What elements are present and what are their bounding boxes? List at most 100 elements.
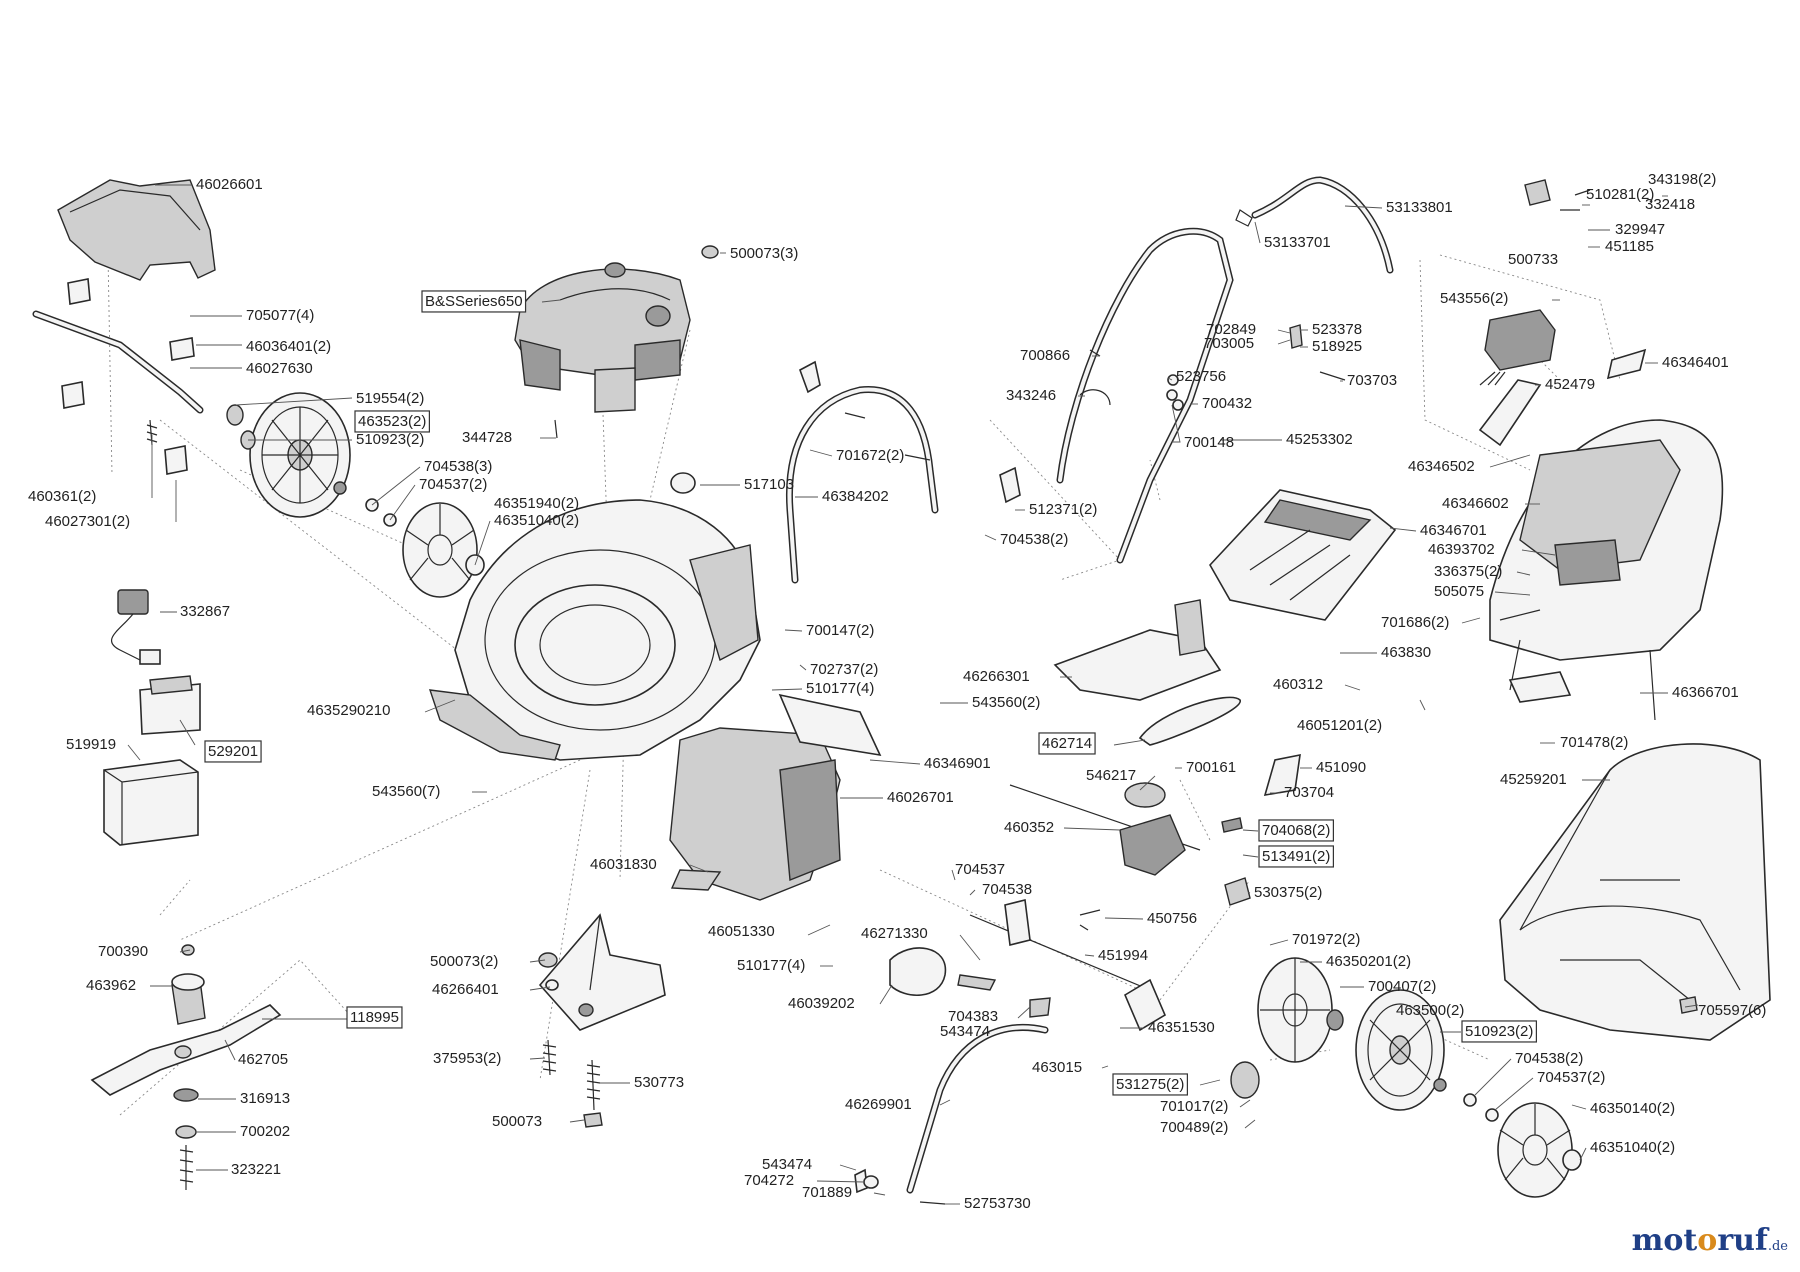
part-number-text: 510923(2) xyxy=(356,431,424,448)
part-label-p543560_2: 543560(2) xyxy=(972,694,1040,711)
part-number-text: 46271330 xyxy=(861,925,928,942)
part-number-text: 343246 xyxy=(1006,387,1056,404)
part-number-text: 463962 xyxy=(86,977,136,994)
part-number-text: 700161 xyxy=(1186,759,1236,776)
part-number-text: 530773 xyxy=(634,1074,684,1091)
part-number-text: 700866 xyxy=(1020,347,1070,364)
part-label-p543560_7: 543560(7) xyxy=(372,783,440,800)
part-label-p546217: 546217 xyxy=(1086,767,1136,784)
part-number-text: 375953(2) xyxy=(433,1050,501,1067)
logo-tld: .de xyxy=(1767,1239,1788,1254)
part-number-text: 546217 xyxy=(1086,767,1136,784)
part-number-text: 703005 xyxy=(1204,335,1254,352)
part-number-text: 463015 xyxy=(1032,1059,1082,1076)
part-label-p323221: 323221 xyxy=(231,1161,281,1178)
part-label-p46346901: 46346901 xyxy=(924,755,991,772)
part-number-text: 46346401 xyxy=(1662,354,1729,371)
part-label-p332418: 332418 xyxy=(1645,196,1695,213)
part-label-p118995: 118995 xyxy=(346,1006,403,1029)
part-label-p46366701: 46366701 xyxy=(1672,684,1739,701)
part-number-text: 462714 xyxy=(1042,735,1092,752)
part-number-text: 332867 xyxy=(180,603,230,620)
part-label-p46351040a: 46351040(2) xyxy=(494,512,579,529)
part-label-p530773: 530773 xyxy=(634,1074,684,1091)
part-number-text: 46351040(2) xyxy=(494,512,579,529)
part-label-p519919: 519919 xyxy=(66,736,116,753)
part-number-text: 46384202 xyxy=(822,488,889,505)
part-label-p701889: 701889 xyxy=(802,1184,852,1201)
part-number-text: 46026601 xyxy=(196,176,263,193)
part-number-text: 510177(4) xyxy=(806,680,874,697)
part-number-text: 513491(2) xyxy=(1262,848,1330,865)
part-number-text: 518925 xyxy=(1312,338,1362,355)
part-label-p46026701: 46026701 xyxy=(887,789,954,806)
part-number-text: 336375(2) xyxy=(1434,563,1502,580)
part-label-p700489: 700489(2) xyxy=(1160,1119,1228,1136)
part-label-p375953: 375953(2) xyxy=(433,1050,501,1067)
part-label-p46351530: 46351530 xyxy=(1148,1019,1215,1036)
part-number-text: 53133801 xyxy=(1386,199,1453,216)
part-label-p52753730: 52753730 xyxy=(964,1195,1031,1212)
part-label-p460352: 460352 xyxy=(1004,819,1054,836)
part-label-p53133701: 53133701 xyxy=(1264,234,1331,251)
part-number-text: 344728 xyxy=(462,429,512,446)
part-label-p703704: 703704 xyxy=(1284,784,1334,801)
part-number-text: 460361(2) xyxy=(28,488,96,505)
part-label-p510281: 510281(2) xyxy=(1586,186,1654,203)
part-label-p704537b: 704537 xyxy=(955,861,1005,878)
label-box xyxy=(204,740,262,763)
part-label-p451185: 451185 xyxy=(1605,238,1654,255)
part-number-text: 500073(3) xyxy=(730,245,798,262)
part-number-text: 543474 xyxy=(762,1156,812,1173)
part-label-p700407: 700407(2) xyxy=(1368,978,1436,995)
part-label-p46026601: 46026601 xyxy=(196,176,263,193)
part-label-p704068: 704068(2) xyxy=(1258,819,1334,842)
part-label-p701672: 701672(2) xyxy=(836,447,904,464)
part-number-text: 701478(2) xyxy=(1560,734,1628,751)
part-number-text: 704272 xyxy=(744,1172,794,1189)
part-number-text: 700432 xyxy=(1202,395,1252,412)
part-label-p700390: 700390 xyxy=(98,943,148,960)
part-number-text: 460312 xyxy=(1273,676,1323,693)
part-number-text: 46031830 xyxy=(590,856,657,873)
battery-charger xyxy=(103,589,201,846)
part-number-text: 463500(2) xyxy=(1396,1002,1464,1019)
part-number-text: 510281(2) xyxy=(1586,186,1654,203)
part-number-labels: 46026601705077(4)46036401(2)460276305195… xyxy=(28,171,1766,1212)
part-number-text: 323221 xyxy=(231,1161,281,1178)
part-number-text: 46351530 xyxy=(1148,1019,1215,1036)
part-label-p46051201: 46051201(2) xyxy=(1297,717,1382,734)
part-number-text: 46350201(2) xyxy=(1326,953,1411,970)
part-number-text: 523378 xyxy=(1312,321,1362,338)
part-label-p46269901: 46269901 xyxy=(845,1096,912,1113)
part-number-text: 463523(2) xyxy=(358,413,426,430)
part-label-p344728: 344728 xyxy=(462,429,512,446)
part-number-text: 543560(7) xyxy=(372,783,440,800)
height-adjust-rod xyxy=(32,310,204,446)
part-number-text: 450756 xyxy=(1147,910,1197,927)
part-label-p462705: 462705 xyxy=(238,1051,288,1068)
part-label-p46271330: 46271330 xyxy=(861,925,928,942)
part-label-p450756: 450756 xyxy=(1147,910,1197,927)
part-label-p703005: 703005 xyxy=(1204,335,1254,352)
part-label-p704272: 704272 xyxy=(744,1172,794,1189)
part-label-p704383: 704383 xyxy=(948,1008,998,1025)
part-label-p700432: 700432 xyxy=(1202,395,1252,412)
part-number-text: 510923(2) xyxy=(1465,1023,1533,1040)
part-number-text: 46269901 xyxy=(845,1096,912,1113)
part-label-p53133801: 53133801 xyxy=(1386,199,1453,216)
mower-deck xyxy=(428,472,761,761)
part-number-text: 701672(2) xyxy=(836,447,904,464)
part-label-p46346602: 46346602 xyxy=(1442,495,1509,512)
part-number-text: 704538(2) xyxy=(1515,1050,1583,1067)
part-label-p452479: 452479 xyxy=(1545,376,1595,393)
part-label-p704537c: 704537(2) xyxy=(1537,1069,1605,1086)
part-number-text: 519554(2) xyxy=(356,390,424,407)
part-label-p700147: 700147(2) xyxy=(806,622,874,639)
part-number-text: 329947 xyxy=(1615,221,1665,238)
part-label-p46266401: 46266401 xyxy=(432,981,499,998)
front-axle xyxy=(889,899,1167,1032)
part-number-text: 46351940(2) xyxy=(494,495,579,512)
part-number-text: 45253302 xyxy=(1286,431,1353,448)
part-label-p46351040b: 46351040(2) xyxy=(1590,1139,1675,1156)
